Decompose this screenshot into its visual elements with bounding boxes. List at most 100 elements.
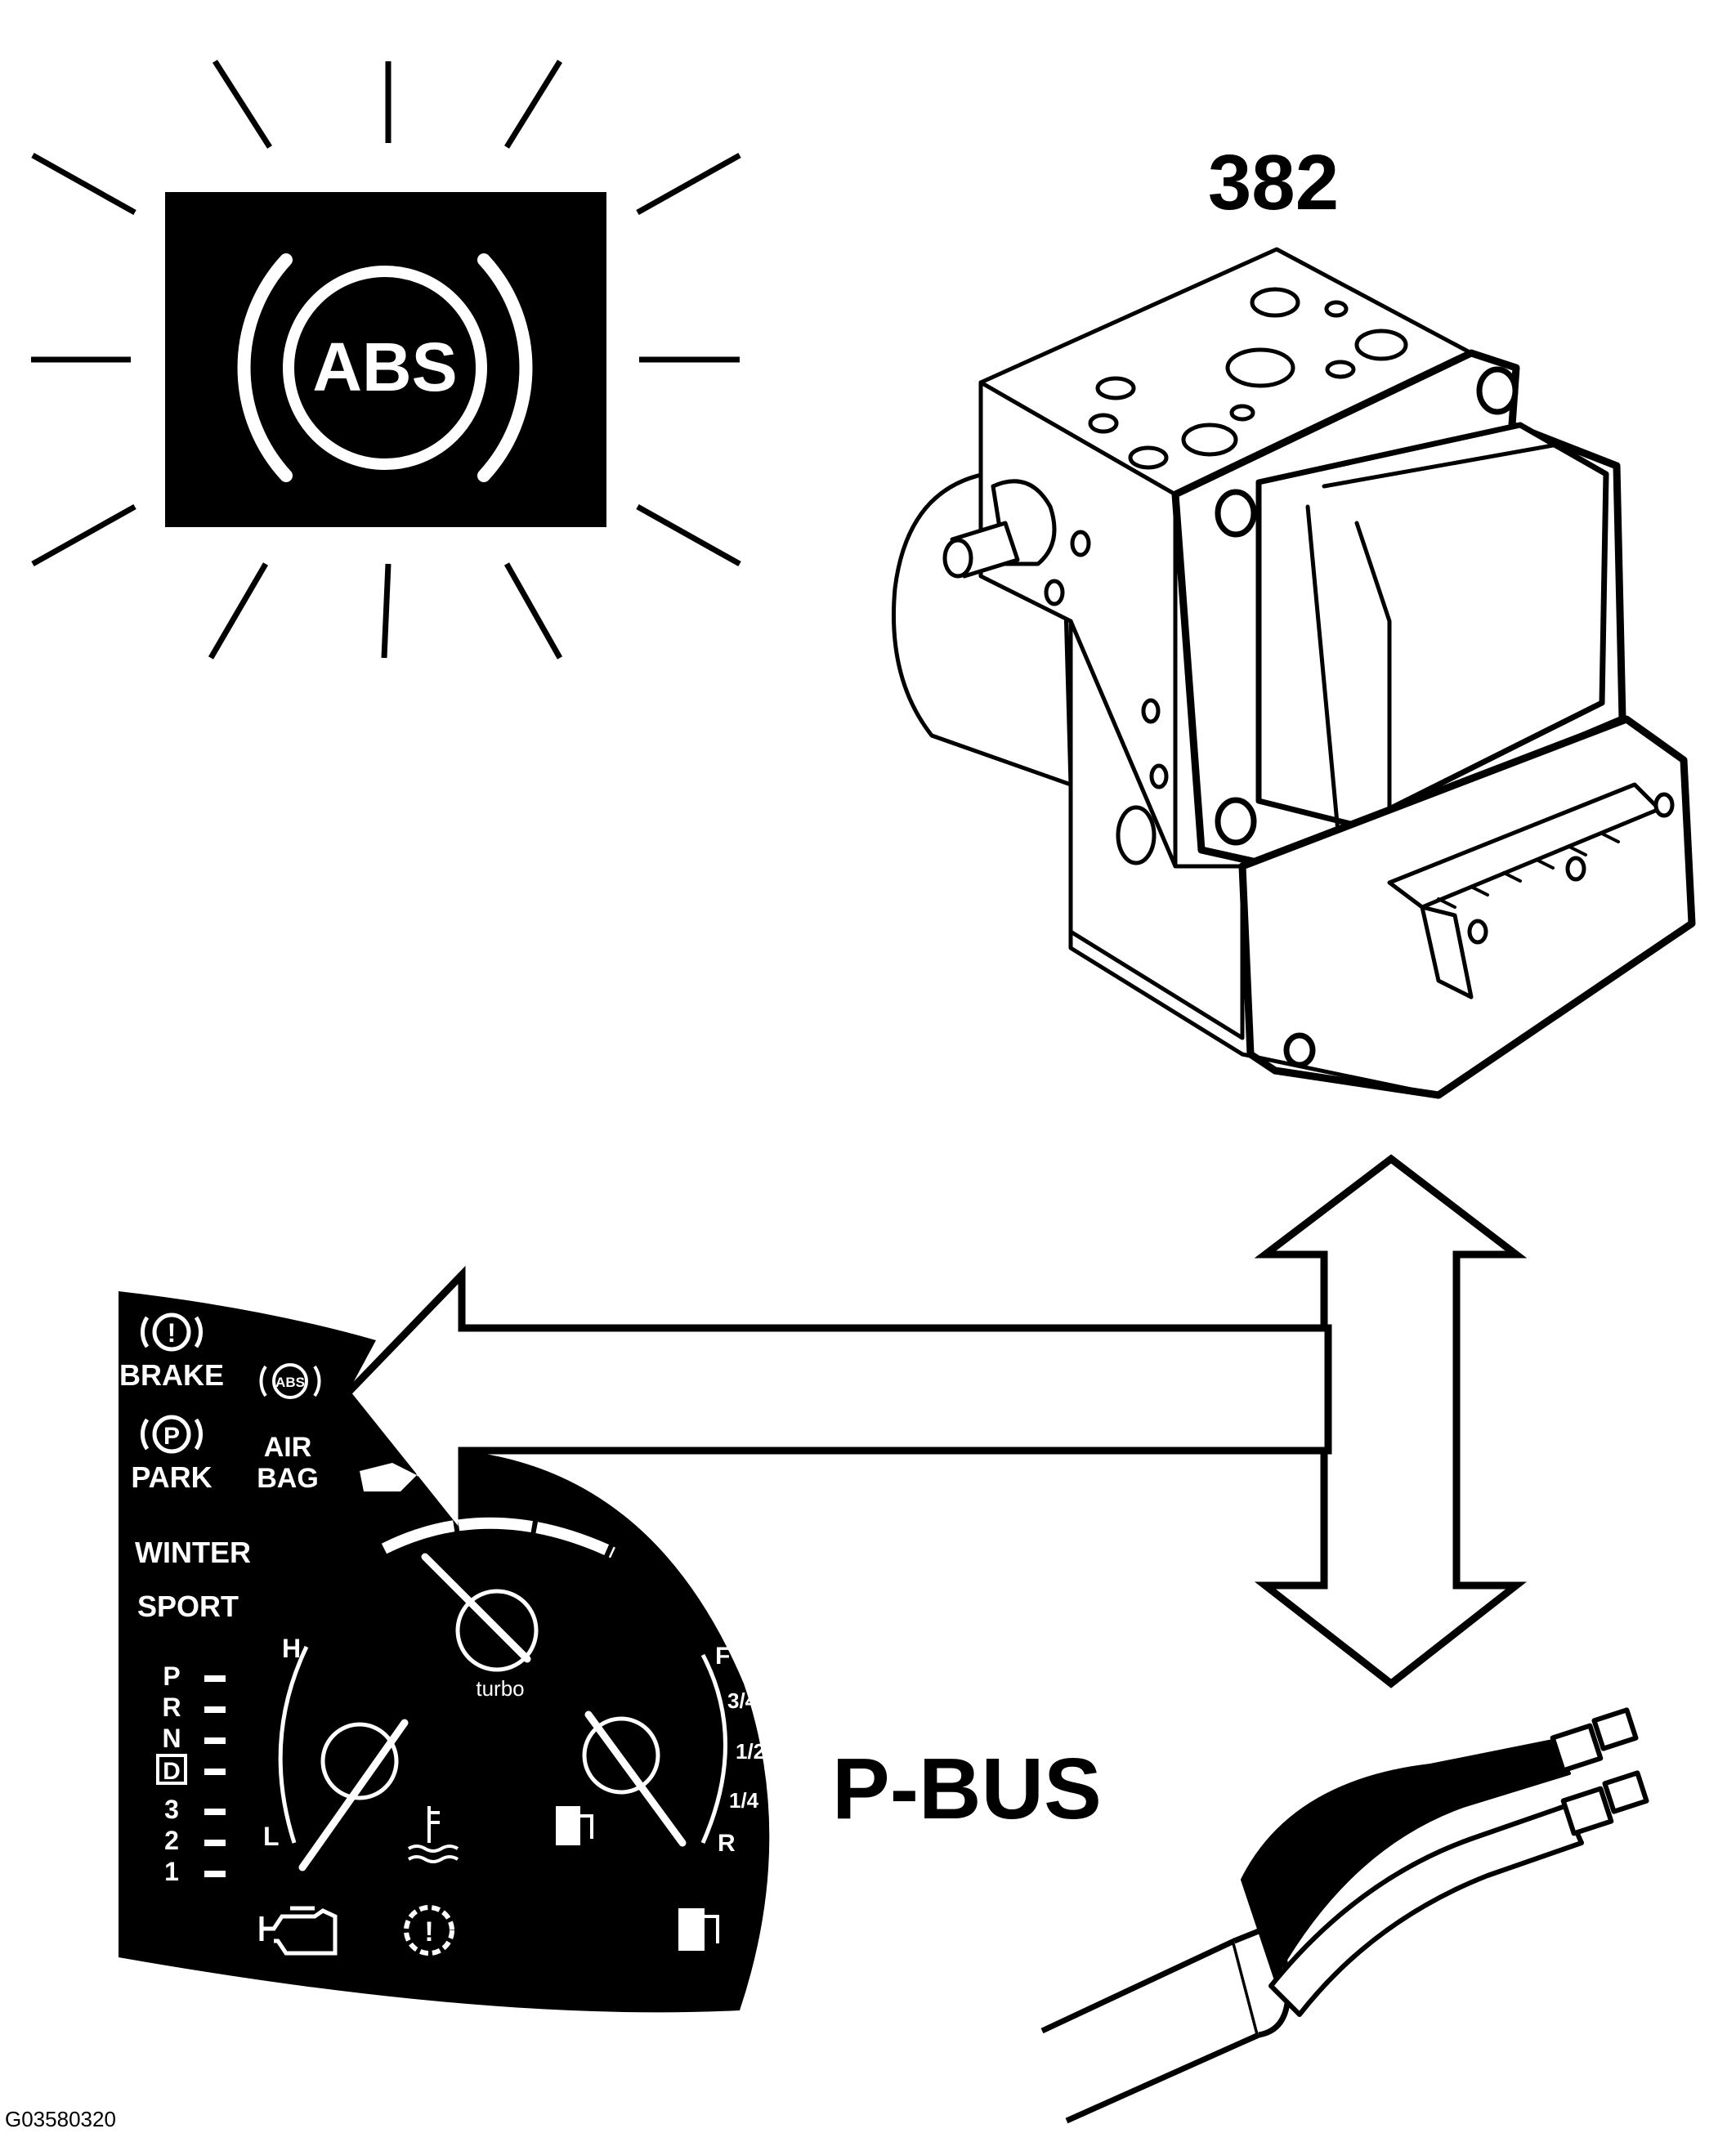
turbo-label: turbo	[476, 1676, 524, 1701]
fuel-dial	[582, 1716, 660, 1795]
light-rays	[31, 60, 741, 660]
ray	[208, 562, 269, 660]
sport-label: SPORT	[137, 1590, 239, 1623]
fuel-quarter-label: 1/4	[729, 1788, 759, 1813]
gear-3: 3	[164, 1795, 179, 1824]
gear-d-box	[156, 1754, 187, 1785]
port	[1250, 287, 1300, 318]
park-label: PARK	[131, 1460, 212, 1494]
ecu-edge	[1305, 504, 1343, 861]
bus-label: P-BUS	[832, 1741, 1102, 1837]
ecu-edge	[1322, 443, 1555, 489]
right-arc	[477, 253, 533, 482]
park-brake-icon: P	[141, 1415, 203, 1454]
fuel-three-quarter-label: 3/4	[727, 1688, 758, 1713]
ray	[503, 562, 563, 660]
ecu-cover	[1255, 422, 1609, 829]
abs-warning-lamp: ABS	[31, 60, 741, 660]
screw	[1653, 792, 1675, 818]
gear-dashes	[204, 1675, 226, 1877]
cable-harness	[1040, 1707, 1649, 2124]
valve-block-lower	[1068, 619, 1245, 1040]
brake-warning-icon: !	[141, 1312, 203, 1352]
ray	[504, 60, 562, 149]
gear-1: 1	[164, 1857, 179, 1886]
port	[1088, 413, 1119, 434]
gear-indicator: P R N D 3 2 1	[156, 1661, 226, 1886]
bolt	[1283, 1032, 1316, 1068]
transmission-warning-icon: !	[404, 1905, 454, 1956]
fuel-reserve-label: R	[718, 1830, 736, 1857]
connector-pins	[1437, 832, 1620, 909]
temperature-gauge: H L	[263, 1634, 459, 1871]
black-wire	[1241, 1739, 1571, 1979]
cable-sheath	[1040, 1938, 1262, 2124]
fuel-scale	[700, 1653, 727, 1845]
terminal	[1560, 1786, 1614, 1836]
screw	[1565, 856, 1586, 882]
gear-p: P	[163, 1661, 180, 1691]
port	[1181, 423, 1238, 457]
bolt	[1476, 366, 1519, 415]
terminal-pin	[1602, 1770, 1649, 1814]
low-fuel-icon	[678, 1908, 719, 1951]
temp-scale	[278, 1645, 309, 1844]
module-base	[1068, 929, 1441, 1098]
ray	[213, 60, 272, 149]
abs-hydraulic-module	[891, 247, 1696, 1099]
terminal	[1550, 1723, 1604, 1773]
port	[1324, 300, 1349, 318]
abs-lamp-text: ABS	[312, 329, 457, 405]
plug	[1116, 805, 1157, 865]
ray	[636, 152, 741, 216]
abs-small-text: ABS	[275, 1375, 305, 1390]
temp-needle	[298, 1719, 409, 1871]
brake-label: BRAKE	[119, 1358, 224, 1392]
cluster-face	[119, 1291, 770, 2013]
temp-high-label: H	[282, 1634, 301, 1663]
park-symbol: P	[163, 1423, 180, 1450]
module-number: 382	[1208, 139, 1339, 226]
coolant-icon	[407, 1806, 459, 1863]
connector-face	[1420, 905, 1474, 999]
port	[1225, 347, 1295, 388]
fuel-gauge: F 3/4 1/2 1/4 R	[556, 1643, 765, 1857]
fuel-needle	[584, 1710, 687, 1847]
ray	[636, 503, 741, 567]
bus-arrows	[342, 1154, 1528, 1688]
turbo-gauge: turbo	[381, 1517, 615, 1701]
abs-small-icon: ABS	[259, 1363, 321, 1399]
gear-r: R	[162, 1693, 181, 1722]
port	[1095, 376, 1136, 400]
left-arc	[237, 253, 293, 482]
turbo-scale	[381, 1517, 615, 1558]
bolt	[1215, 489, 1257, 538]
oil-pressure-icon	[360, 1463, 434, 1491]
port	[1325, 360, 1356, 379]
screw	[1467, 919, 1488, 945]
fuel-full-label: F	[715, 1643, 730, 1670]
pump-nipple-end	[942, 538, 973, 579]
fuel-pump-icon	[556, 1806, 593, 1845]
screw	[1141, 698, 1161, 724]
white-wire	[1268, 1804, 1584, 2017]
turbo-needle	[421, 1553, 531, 1663]
winter-label: WINTER	[135, 1536, 251, 1569]
engine-check-icon	[259, 1906, 338, 1956]
ray	[381, 563, 391, 659]
terminal-pin	[1591, 1707, 1639, 1751]
abs-circle	[283, 266, 487, 470]
airbag-label-line1: AIR	[264, 1432, 312, 1463]
screw	[1070, 530, 1091, 557]
port	[1354, 329, 1408, 361]
airbag-label-line2: BAG	[257, 1463, 319, 1494]
port	[1128, 445, 1169, 470]
temp-dial	[320, 1722, 399, 1800]
instrument-cluster: ! BRAKE ABS P PARK AIR BAG WINTER SPORT …	[119, 1291, 770, 2013]
ray	[31, 503, 136, 567]
fuel-half-label: 1/2	[736, 1739, 765, 1764]
port	[1229, 404, 1255, 422]
ray	[31, 152, 136, 216]
gear-n: N	[162, 1724, 181, 1753]
